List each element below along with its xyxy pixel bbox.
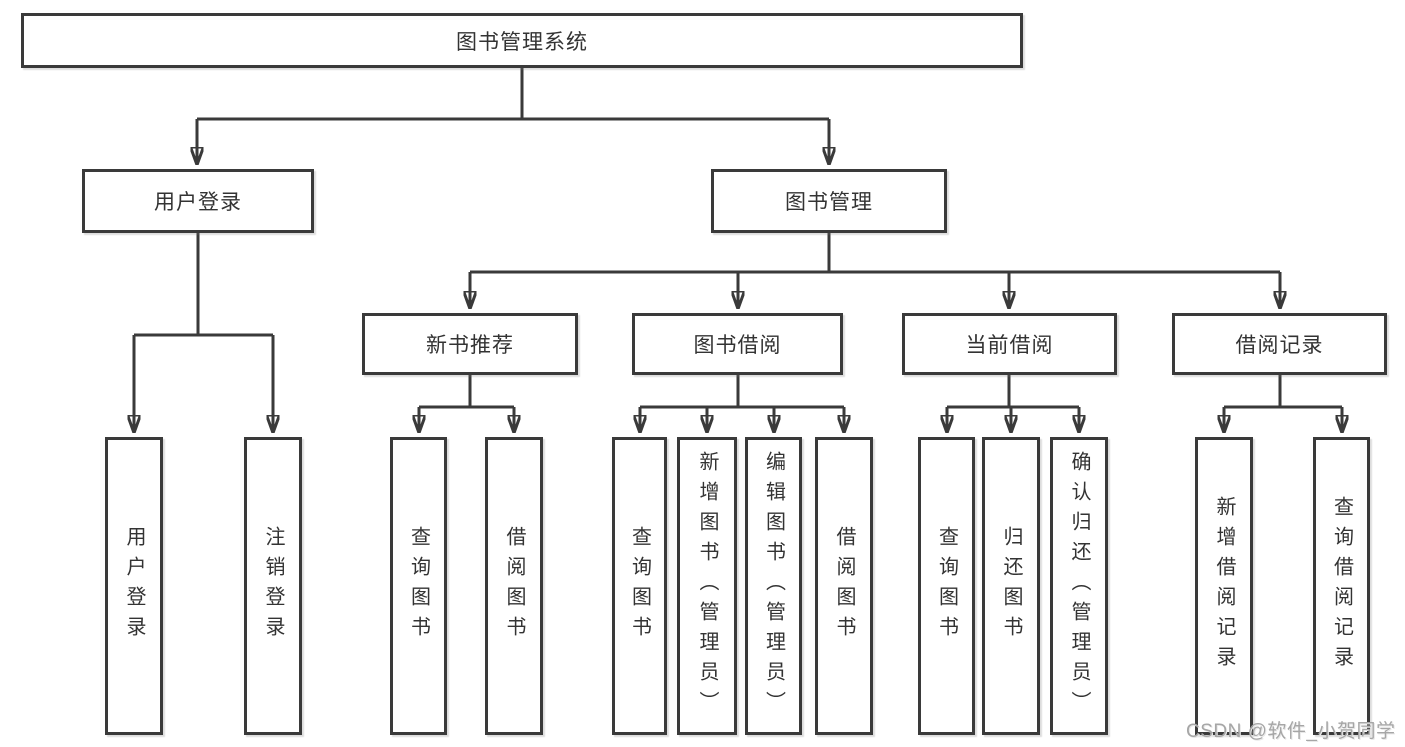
- leaf-borrow-books-recommend: 借阅图书: [485, 437, 543, 735]
- leaf-user-login: 用户登录: [105, 437, 163, 735]
- leaf-query-borrow-record: 查询借阅记录: [1313, 437, 1370, 735]
- leaf-return-book: 归还图书: [982, 437, 1040, 735]
- leaf-query-books-current: 查询图书: [918, 437, 975, 735]
- leaf-confirm-return-admin: 确认归还（管理员）: [1050, 437, 1108, 735]
- node-borrowing-records: 借阅记录: [1172, 313, 1387, 375]
- node-new-book-recommendation: 新书推荐: [362, 313, 578, 375]
- leaf-borrow-books-borrowing: 借阅图书: [815, 437, 873, 735]
- leaf-query-books-recommend: 查询图书: [390, 437, 447, 735]
- leaf-add-book-admin: 新增图书（管理员）: [677, 437, 737, 735]
- leaf-logout: 注销登录: [244, 437, 302, 735]
- node-book-borrowing: 图书借阅: [632, 313, 843, 375]
- leaf-add-borrow-record: 新增借阅记录: [1195, 437, 1253, 735]
- node-book-management: 图书管理: [711, 169, 947, 233]
- leaf-edit-book-admin: 编辑图书（管理员）: [745, 437, 802, 735]
- csdn-watermark: CSDN @软件_小贺同学: [1186, 721, 1396, 742]
- leaf-query-books-borrowing: 查询图书: [612, 437, 667, 735]
- node-library-management-system: 图书管理系统: [21, 13, 1023, 68]
- node-current-borrowing: 当前借阅: [902, 313, 1117, 375]
- node-user-login: 用户登录: [82, 169, 314, 233]
